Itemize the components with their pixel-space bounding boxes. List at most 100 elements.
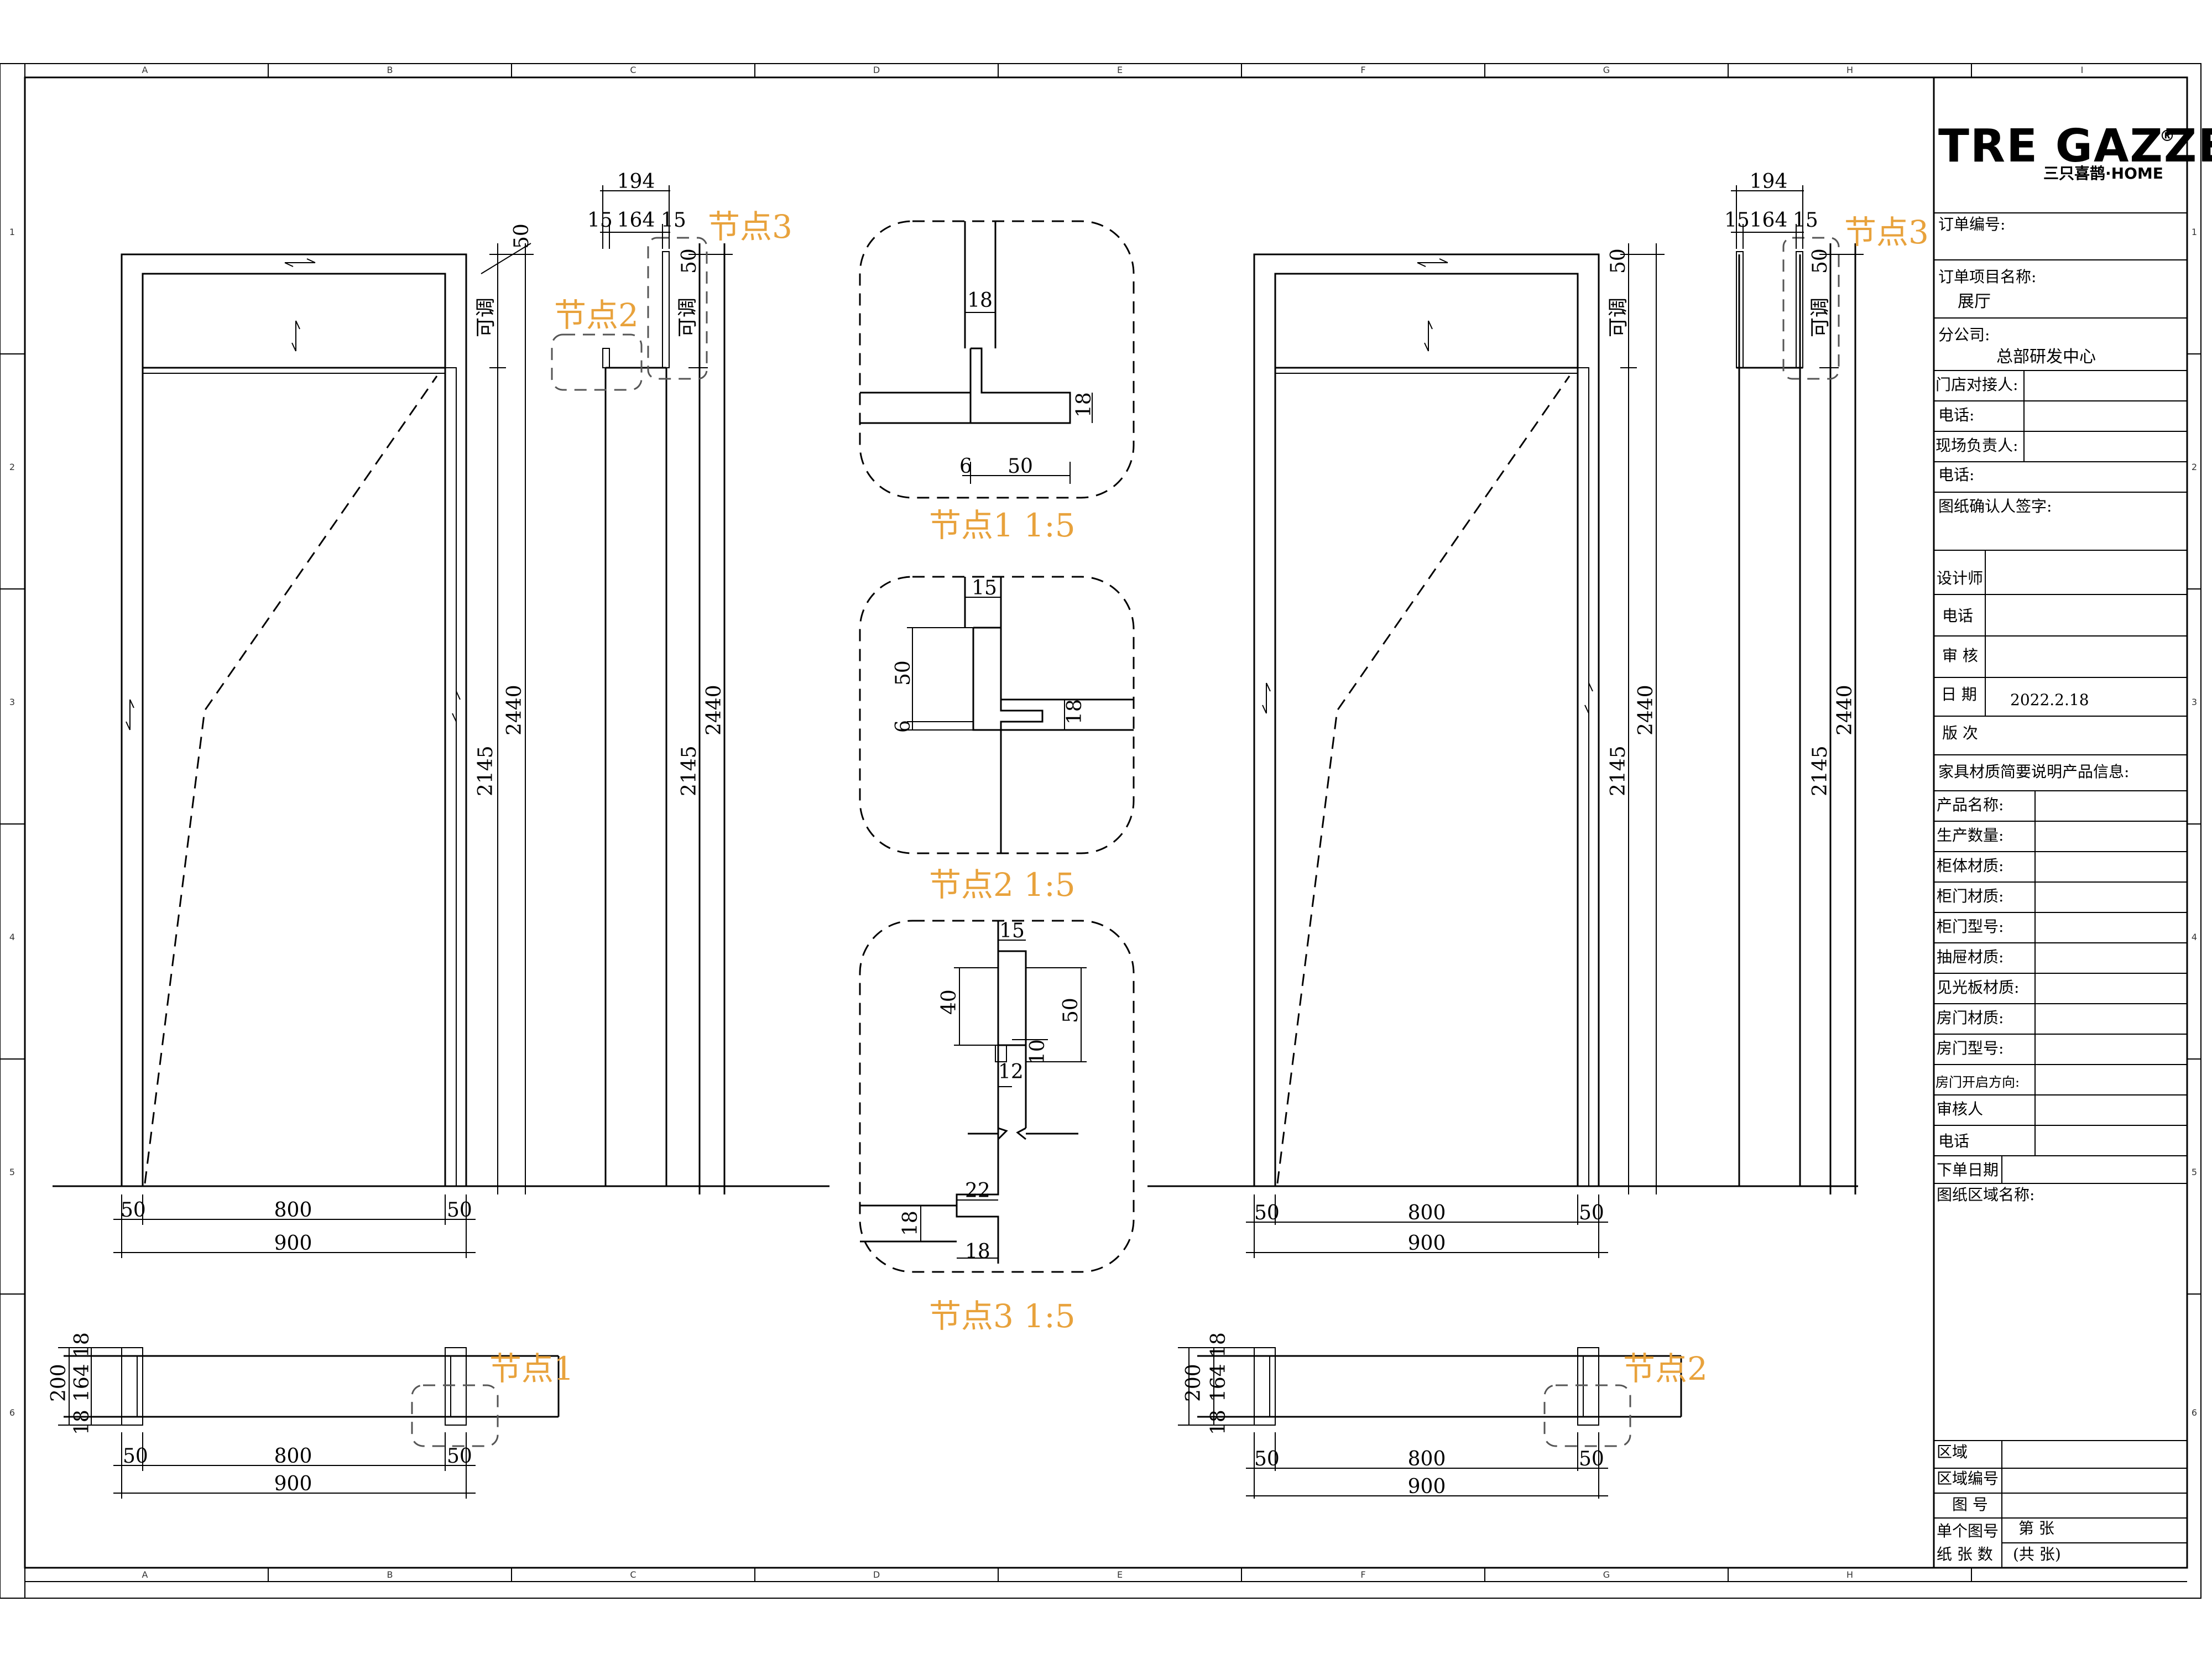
node2-15: 15 (972, 577, 997, 599)
node1-detail[interactable]: 18 18 6 50 节点1 1:5 (859, 220, 1135, 544)
tb-phone1: 电话: (1938, 406, 1974, 424)
tb-store-contact: 门店对接人: (1936, 375, 2018, 394)
grid-col-a-bottom: A (142, 1569, 148, 1580)
grid-col-f-bottom: F (1360, 1569, 1365, 1580)
grid-row-3: 3 (9, 697, 15, 707)
grid-row-1: 1 (9, 227, 15, 237)
node2-caption: 节点2 1:5 (929, 866, 1076, 904)
node1-caption: 节点1 1:5 (929, 507, 1076, 544)
node3-18-bottom: 18 (965, 1240, 990, 1263)
tb-area: 区域 (1937, 1443, 1968, 1461)
grid-row-1-right: 1 (2192, 227, 2197, 237)
left-sec-2145: 2145 (678, 745, 701, 796)
right-plan-900: 900 (1408, 1475, 1446, 1498)
grid-row-3-right: 3 (2192, 697, 2197, 707)
node3-15: 15 (999, 920, 1025, 942)
node3-caption: 节点3 1:5 (929, 1297, 1076, 1335)
tb-order-item-name: 订单项目名称: (1938, 268, 2036, 286)
tb-room-door-direction: 房门开启方向: (1936, 1074, 2020, 1090)
grid-row-5-right: 5 (2192, 1167, 2197, 1177)
right-sec-164: 164 (1750, 209, 1788, 232)
right-sec-node3-label: 节点3 (1844, 213, 1929, 251)
tb-room-door-model: 房门型号: (1937, 1039, 2004, 1057)
right-door-plan: 200 164 18 18 50 800 50 900 节点2 (1178, 1332, 1708, 1499)
node3-40: 40 (938, 989, 961, 1015)
tb-order-item-value: 展厅 (1958, 292, 1991, 311)
left-door-elevation: 50 可调 2145 2440 50 800 50 900 (53, 223, 830, 1258)
tb-order-no: 订单编号: (1938, 215, 2005, 233)
tb-sheet-total: (共 张) (2013, 1545, 2061, 1563)
node3-22: 22 (965, 1180, 990, 1202)
right-plan-node2-label: 节点2 (1623, 1350, 1708, 1387)
right-elev-2440: 2440 (1635, 685, 1657, 735)
grid-col-c: C (630, 65, 636, 75)
right-elev-w50a: 50 (1254, 1202, 1280, 1224)
grid-col-e: E (1117, 65, 1123, 75)
grid-row-5: 5 (9, 1167, 15, 1177)
right-plan-50b: 50 (1579, 1448, 1604, 1470)
left-sec-50: 50 (678, 248, 701, 274)
left-plan-50b: 50 (447, 1445, 472, 1468)
tb-branch-value: 总部研发中心 (1996, 347, 2096, 367)
tb-reviewer: 审核人 (1937, 1100, 1983, 1118)
left-sec-node2-label: 节点2 (554, 296, 639, 334)
tb-drawing-no: 图 号 (1952, 1495, 1988, 1514)
node2-detail[interactable]: 15 50 6 18 节点2 1:5 (859, 576, 1135, 904)
tb-phone2: 电话: (1938, 466, 1974, 484)
tb-drawing-confirm: 图纸确认人签字: (1938, 497, 2052, 515)
brand-logo: TRE GAZZE (1938, 120, 2212, 173)
left-elev-w900: 900 (274, 1232, 312, 1255)
left-plan-200: 200 (48, 1364, 70, 1402)
tb-cabinet-material: 柜体材质: (1937, 857, 2004, 875)
tb-light-board-material: 见光板材质: (1937, 978, 2019, 997)
tb-site-manager: 现场负责人: (1936, 436, 2018, 455)
right-plan-18b: 18 (1207, 1410, 1230, 1435)
node2-6: 6 (892, 720, 915, 733)
tb-phone4: 电话 (1938, 1132, 1969, 1150)
left-sec-164: 164 (617, 209, 655, 232)
right-door-section: 194 15 164 15 50 可调 2145 2440 节点3 (1724, 170, 1929, 1194)
brand-logo-reg: ® (2159, 127, 2175, 145)
right-plan-50a: 50 (1254, 1448, 1280, 1470)
tb-sheet-no: 第 张 (2018, 1519, 2054, 1537)
tb-area-no: 区域编号 (1937, 1469, 1999, 1488)
left-elev-w50a: 50 (121, 1199, 146, 1222)
left-plan-800: 800 (274, 1445, 312, 1468)
left-plan-18a: 18 (71, 1332, 93, 1358)
tb-designer: 设计师 (1937, 569, 1983, 587)
grid-col-a: A (142, 65, 148, 75)
tb-branch: 分公司: (1938, 326, 1990, 344)
grid-col-h-bottom: H (1846, 1569, 1853, 1580)
node2-18: 18 (1063, 699, 1086, 724)
grid-row-4-right: 4 (2192, 932, 2197, 942)
tb-cabinet-door-material: 柜门材质: (1937, 887, 2004, 905)
node3-detail[interactable]: 15 40 50 10 12 22 18 18 节点3 1:5 (859, 920, 1135, 1335)
left-plan-164: 164 (71, 1364, 93, 1402)
brand-logo-sub: 三只喜鹊·HOME (2043, 164, 2163, 182)
grid-col-g-bottom: G (1603, 1569, 1610, 1580)
left-elev-2145: 2145 (474, 745, 497, 796)
node1-50: 50 (1008, 455, 1033, 478)
left-plan-node1-label: 节点1 (489, 1350, 574, 1387)
right-plan-800: 800 (1408, 1448, 1446, 1470)
right-elev-top-50: 50 (1607, 248, 1630, 274)
right-sec-2145: 2145 (1809, 745, 1832, 796)
right-elev-w50b: 50 (1579, 1202, 1604, 1224)
tb-production-qty: 生产数量: (1937, 826, 2004, 844)
left-elev-2440: 2440 (503, 685, 526, 735)
node1-18-top: 18 (967, 289, 993, 312)
left-elev-w50b: 50 (447, 1199, 472, 1222)
right-sec-15a: 15 (1724, 209, 1750, 232)
right-elev-w900: 900 (1408, 1232, 1446, 1255)
grid-col-b: B (387, 65, 393, 75)
grid-col-c-bottom: C (630, 1569, 636, 1580)
tb-drawing-area-name: 图纸区域名称: (1937, 1186, 2034, 1204)
right-sec-50: 50 (1809, 248, 1832, 274)
tb-single-no: 单个图号 (1937, 1522, 1999, 1540)
title-block: TRE GAZZE ® 三只喜鹊·HOME 订单编号: 订单项目名称: 展厅 分… (1933, 76, 2212, 1569)
tb-product-name: 产品名称: (1937, 796, 2004, 814)
left-plan-18b: 18 (71, 1410, 93, 1435)
grid-col-h: H (1846, 65, 1853, 75)
left-elev-adjust: 可调 (474, 298, 497, 337)
